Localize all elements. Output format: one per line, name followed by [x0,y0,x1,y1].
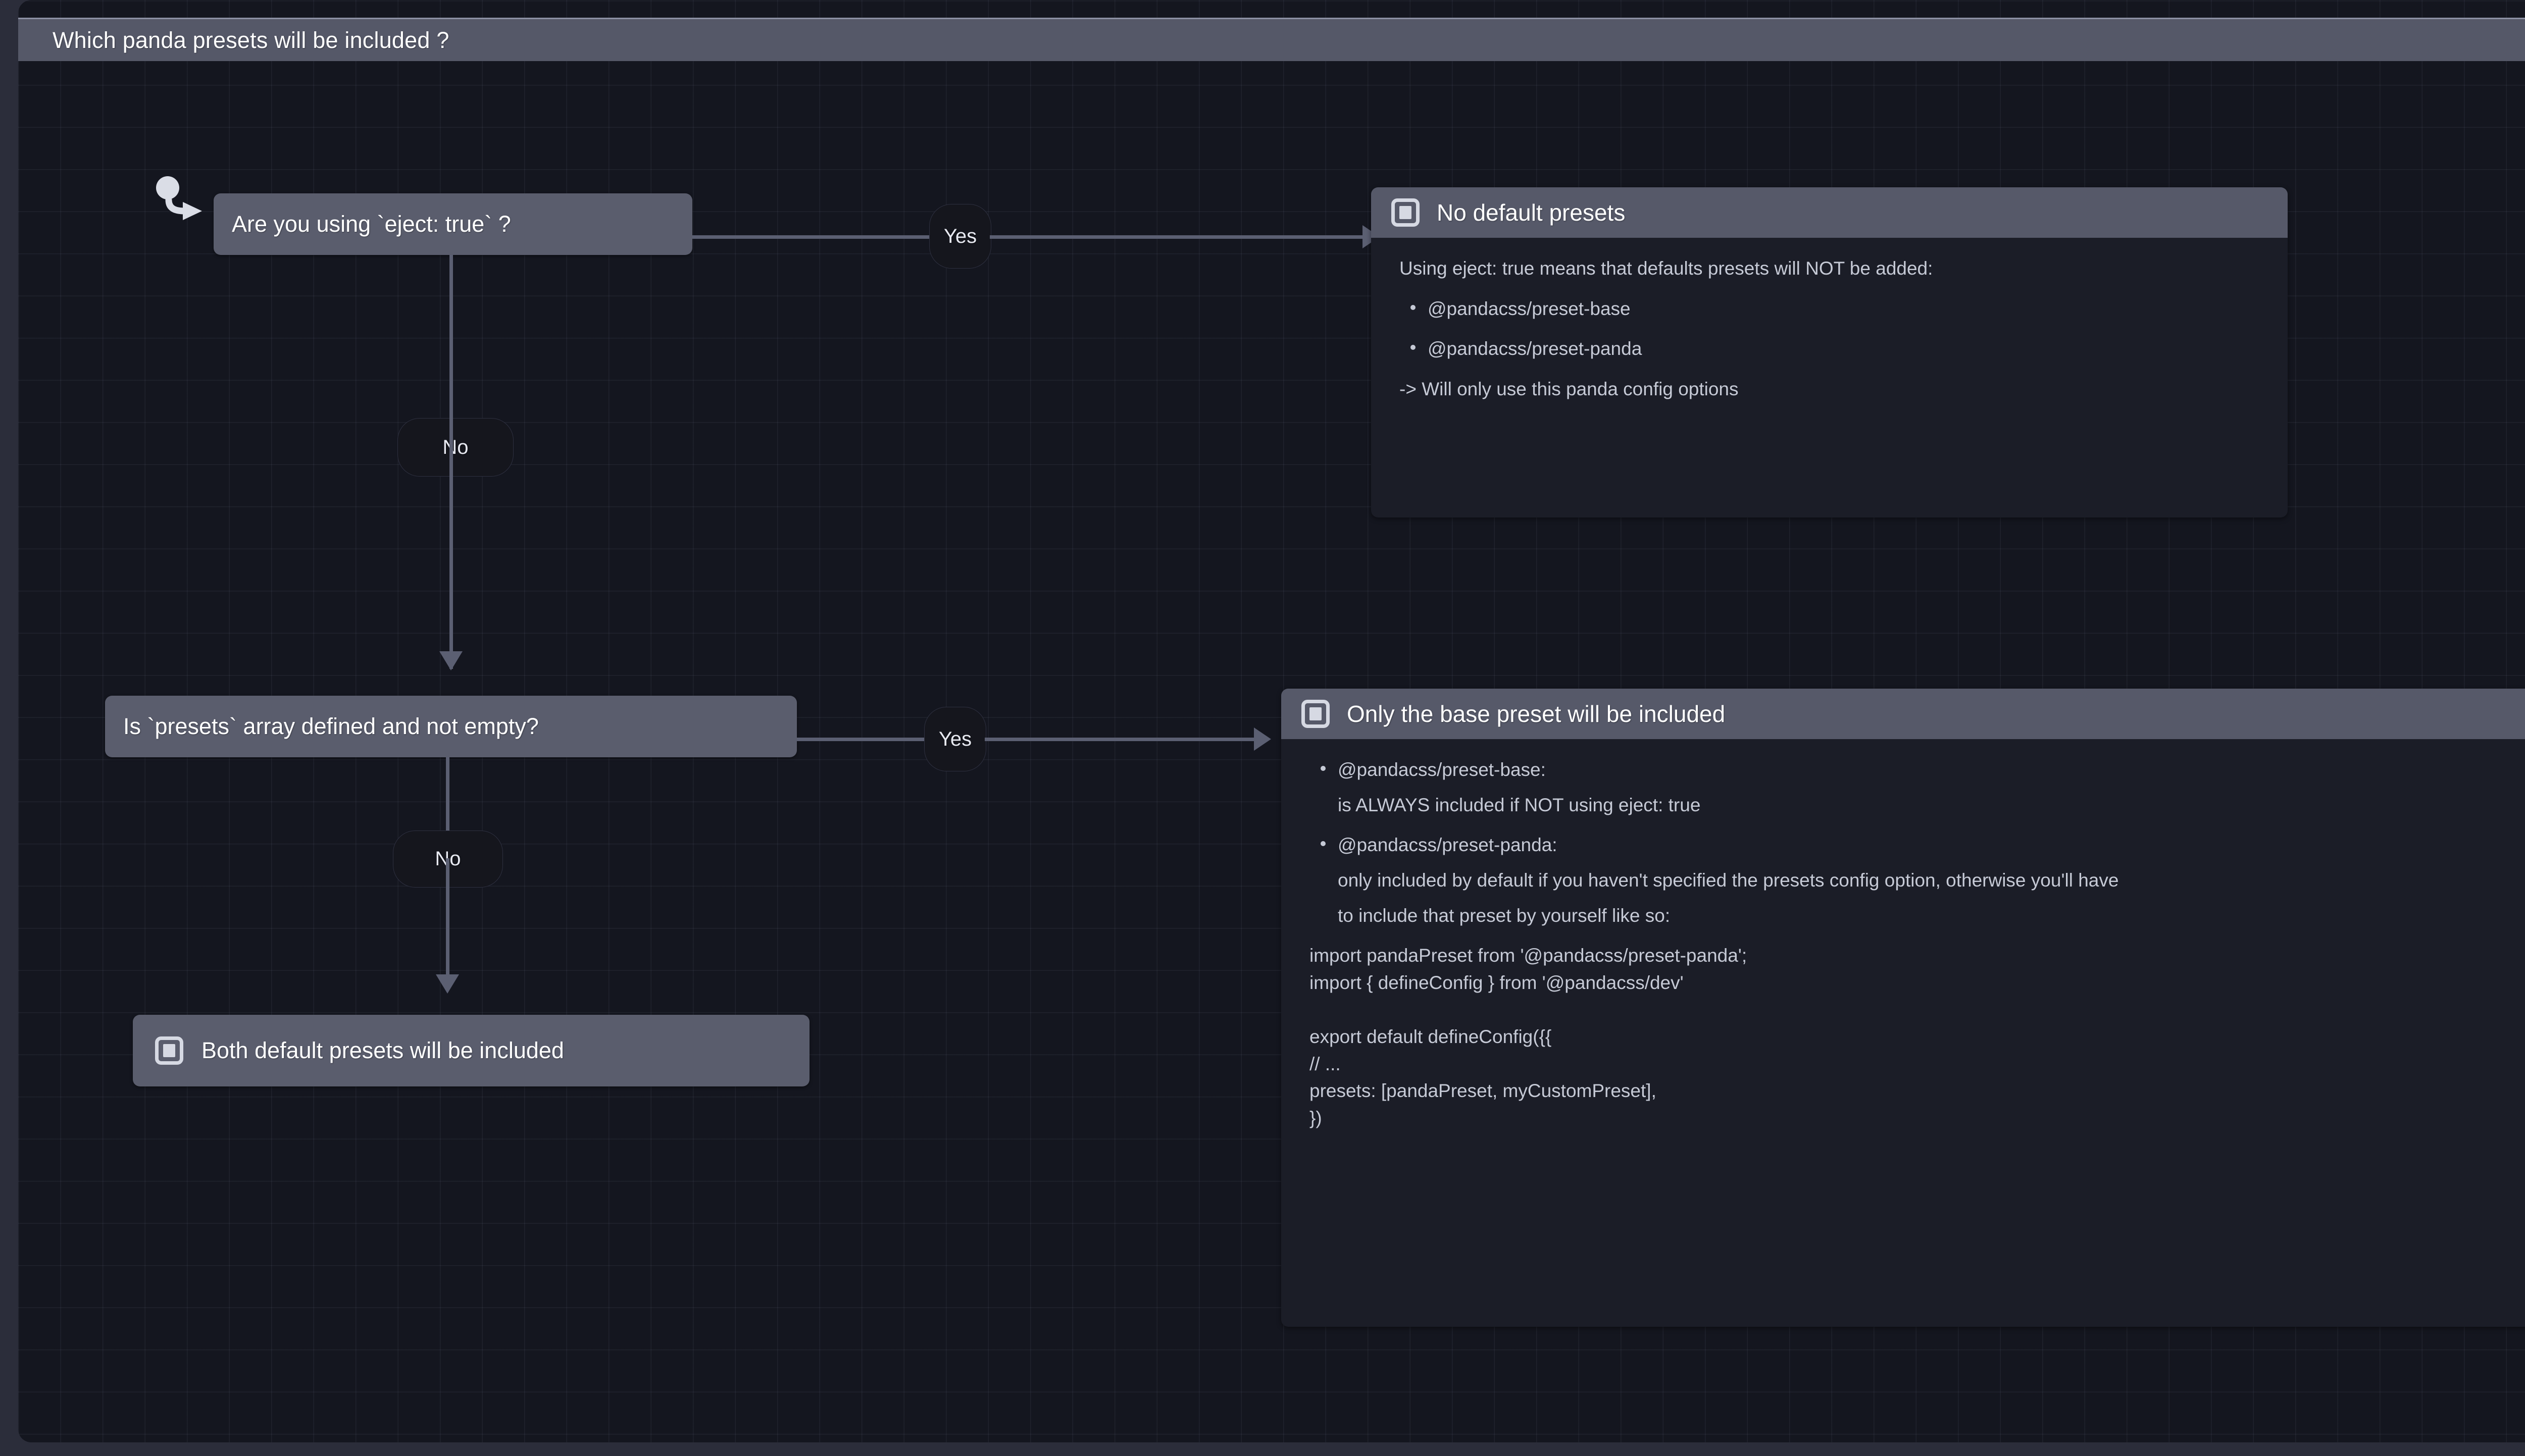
list-item-head: @pandacss/preset-panda: [1338,835,1557,856]
list-item-sub-2: to include that preset by yourself like … [1338,905,1671,926]
code-block: import pandaPreset from '@pandacss/prese… [1309,942,2525,1131]
panel-no-default-presets-body: Using eject: true means that defaults pr… [1371,238,2288,436]
panel-only-base-preset[interactable]: Only the base preset will be included @p… [1281,689,2525,1327]
list-item: @pandacss/preset-panda: only included by… [1321,831,2525,929]
node-decision-eject[interactable]: Are you using `eject: true` ? [214,193,692,255]
note-icon [1391,198,1420,227]
code-line: presets: [pandaPreset, myCustomPreset], [1309,1080,1656,1102]
section-title-bar: Which panda presets will be included ? [18,18,2525,61]
panel-only-base-preset-body: @pandacss/preset-base: is ALWAYS include… [1281,739,2525,1152]
edge-eject-no-lower [449,394,453,669]
code-line: import pandaPreset from '@pandacss/prese… [1309,945,1747,966]
note-icon [155,1036,183,1065]
code-line-blank [1309,996,2525,1023]
code-line: // ... [1309,1053,1341,1074]
code-line: import { defineConfig } from '@pandacss/… [1309,972,1684,993]
edge-label-presets-yes: Yes [924,707,986,771]
node-decision-eject-label: Are you using `eject: true` ? [232,211,511,237]
page-title: Which panda presets will be included ? [53,27,449,53]
panel-no-default-presets-header: No default presets [1371,187,2288,238]
node-result-both-presets[interactable]: Both default presets will be included [133,1015,810,1086]
edge-presets-no-upper [446,757,449,833]
edge-presets-yes-right [985,738,1255,741]
code-line: }) [1309,1108,1322,1129]
code-line: export default defineConfig({{ [1309,1026,1552,1048]
edge-eject-yes-right [990,235,1364,239]
edge-eject-yes-left [692,235,932,239]
preset-detail-list: @pandacss/preset-base: is ALWAYS include… [1309,756,2525,929]
panel-outro-text: -> Will only use this panda config optio… [1399,378,1739,399]
node-decision-presets[interactable]: Is `presets` array defined and not empty… [105,696,797,757]
list-item: @pandacss/preset-panda [1410,335,2259,362]
edge-label-eject-yes: Yes [929,204,991,269]
panel-only-base-preset-title: Only the base preset will be included [1347,701,1726,727]
edge-arrow-presets-no [436,974,459,994]
edge-label-eject-no: No [397,418,514,477]
edge-presets-no-lower [446,858,449,984]
list-item-sub: is ALWAYS included if NOT using eject: t… [1338,794,1701,815]
list-item-sub: only included by default if you haven't … [1338,869,2119,891]
panel-no-default-presets-title: No default presets [1437,199,1626,226]
node-decision-presets-label: Is `presets` array defined and not empty… [123,713,539,739]
edge-label-presets-no: No [393,830,503,888]
list-item: @pandacss/preset-base [1410,295,2259,323]
list-item-head: @pandacss/preset-base: [1338,759,1546,780]
start-circle-arrow-icon [152,171,207,226]
edge-eject-no-upper [449,255,453,395]
list-item: @pandacss/preset-base: is ALWAYS include… [1321,756,2525,818]
edge-arrow-eject-no [439,651,463,670]
panel-no-default-presets[interactable]: No default presets Using eject: true mea… [1371,187,2288,517]
preset-list: @pandacss/preset-base @pandacss/preset-p… [1399,295,2259,362]
edge-arrow-presets-yes [1254,727,1271,751]
panel-intro-text: Using eject: true means that defaults pr… [1399,258,1933,279]
node-result-both-presets-label: Both default presets will be included [201,1037,564,1063]
edge-presets-yes-left [797,738,926,741]
panel-only-base-preset-header: Only the base preset will be included [1281,689,2525,739]
note-icon [1301,700,1330,728]
